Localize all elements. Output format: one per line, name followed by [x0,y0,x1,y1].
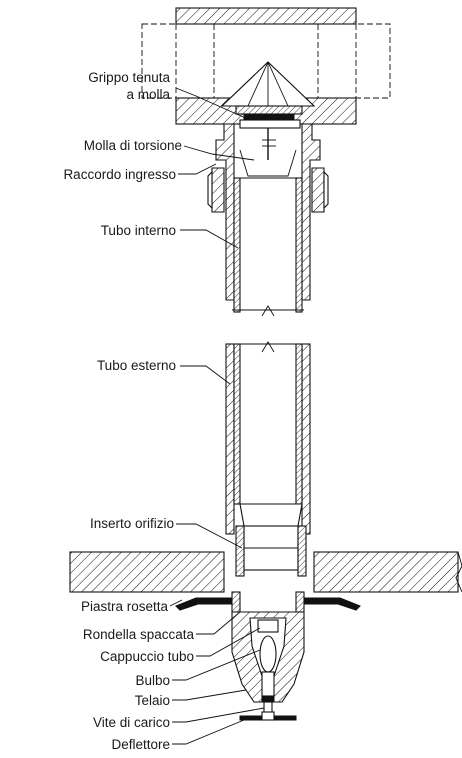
label-raccordo-ingresso: Raccordo ingresso [63,167,176,182]
label-grippo-tenuta-line1: Grippo tenuta [88,70,170,85]
label-deflettore: Deflettore [111,737,170,752]
leader-lines [169,87,265,745]
inner-tube-upper [233,149,303,313]
inlet-fitting [207,123,329,301]
orifice-insert [235,503,307,577]
ceiling-slab [69,551,462,593]
label-rondella-spaccata: Rondella spaccata [83,627,195,642]
break-line-top [232,305,304,317]
label-bulbo: Bulbo [135,673,170,688]
label-tubo-esterno: Tubo esterno [97,358,176,373]
sprinkler-head [231,591,305,721]
label-molla-di-torsione: Molla di torsione [84,138,182,153]
escutcheon-plate [175,597,361,611]
label-tubo-interno: Tubo interno [101,223,176,238]
label-telaio: Telaio [135,693,170,708]
callout-labels: Grippo tenuta a molla Molla di torsione … [63,70,194,752]
label-inserto-orifizio: Inserto orifizio [90,516,174,531]
label-grippo-tenuta-line2: a molla [126,87,170,102]
label-vite-di-carico: Vite di carico [93,715,170,730]
seal-cone [220,61,316,129]
label-piastra-rosetta: Piastra rosetta [81,599,169,614]
label-cappuccio-tubo: Cappuccio tubo [100,649,194,664]
